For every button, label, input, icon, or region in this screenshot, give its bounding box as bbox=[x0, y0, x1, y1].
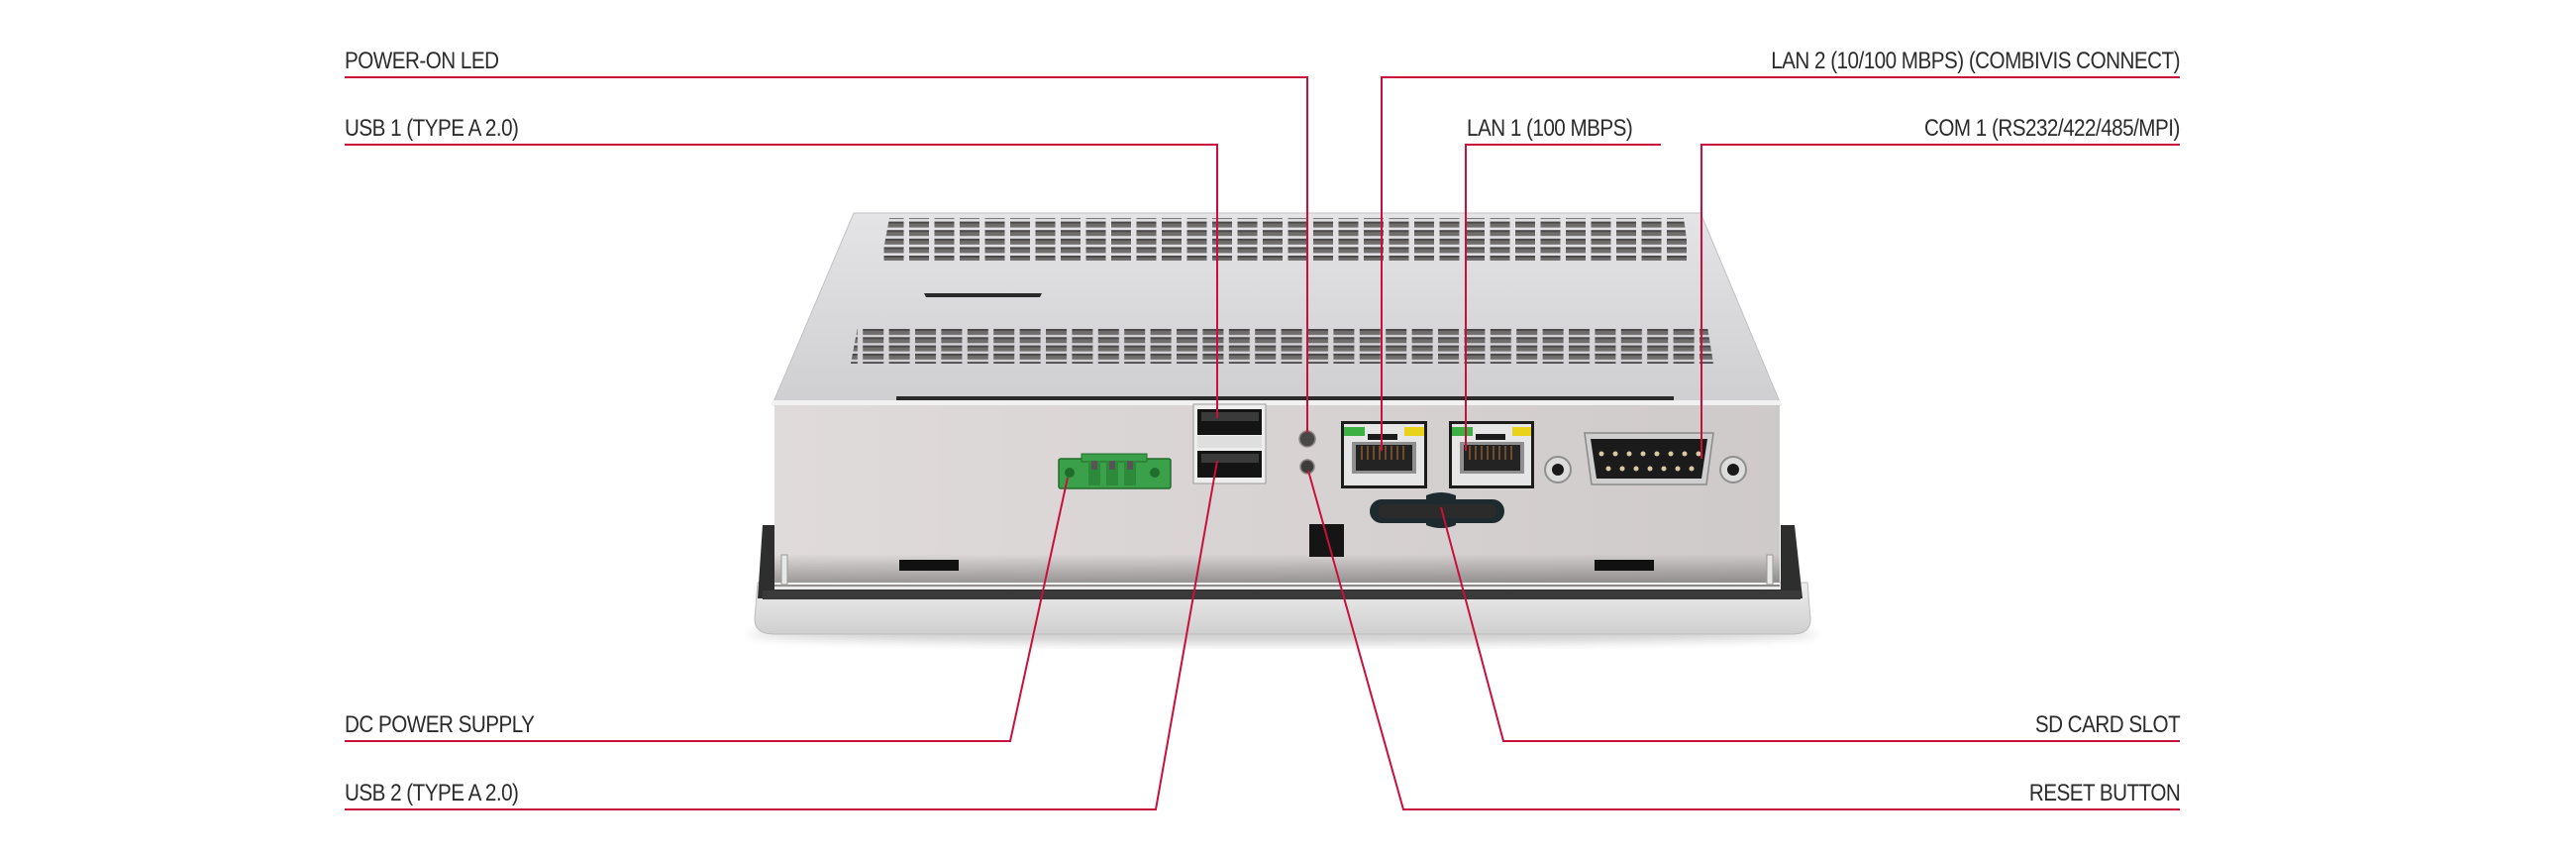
callout-line-usb2 bbox=[345, 460, 1218, 810]
label-reset-button: RESET BUTTON bbox=[2028, 780, 2181, 806]
callout-line-sd-card bbox=[1440, 506, 2180, 742]
lan1-port bbox=[1449, 421, 1534, 488]
callout-line-dc-power bbox=[345, 477, 1069, 742]
label-usb1: USB 1 (TYPE A 2.0) bbox=[345, 115, 519, 142]
label-lan1: LAN 1 (100 MBPS) bbox=[1467, 115, 1633, 142]
dc-power-connector bbox=[1058, 453, 1172, 489]
callout-line-com1 bbox=[1700, 144, 2180, 459]
reset-button bbox=[1299, 459, 1315, 475]
label-com1: COM 1 (RS232/422/485/MPI) bbox=[1924, 115, 2180, 142]
label-sd-card-slot: SD CARD SLOT bbox=[2034, 711, 2181, 738]
callout-line-reset bbox=[1307, 470, 2180, 810]
label-power-on-led: POWER-ON LED bbox=[345, 48, 499, 74]
callout-line-lan2 bbox=[1381, 76, 2180, 451]
callout-line-usb1 bbox=[345, 144, 1218, 418]
usb-ports bbox=[1192, 403, 1267, 484]
label-dc-power-supply: DC POWER SUPPLY bbox=[345, 711, 535, 738]
lan2-port bbox=[1341, 421, 1427, 488]
label-lan2: LAN 2 (10/100 MBPS) (COMBIVIS CONNECT) bbox=[1771, 48, 2180, 74]
sd-card-slot bbox=[1370, 492, 1504, 528]
callout-line-lan1 bbox=[1465, 144, 1661, 451]
callout-line-power-on-led bbox=[345, 76, 1308, 433]
mounting-slot bbox=[1595, 560, 1654, 571]
com1-connector bbox=[1544, 432, 1747, 485]
mounting-slot bbox=[899, 560, 959, 571]
label-usb2: USB 2 (TYPE A 2.0) bbox=[345, 780, 519, 806]
